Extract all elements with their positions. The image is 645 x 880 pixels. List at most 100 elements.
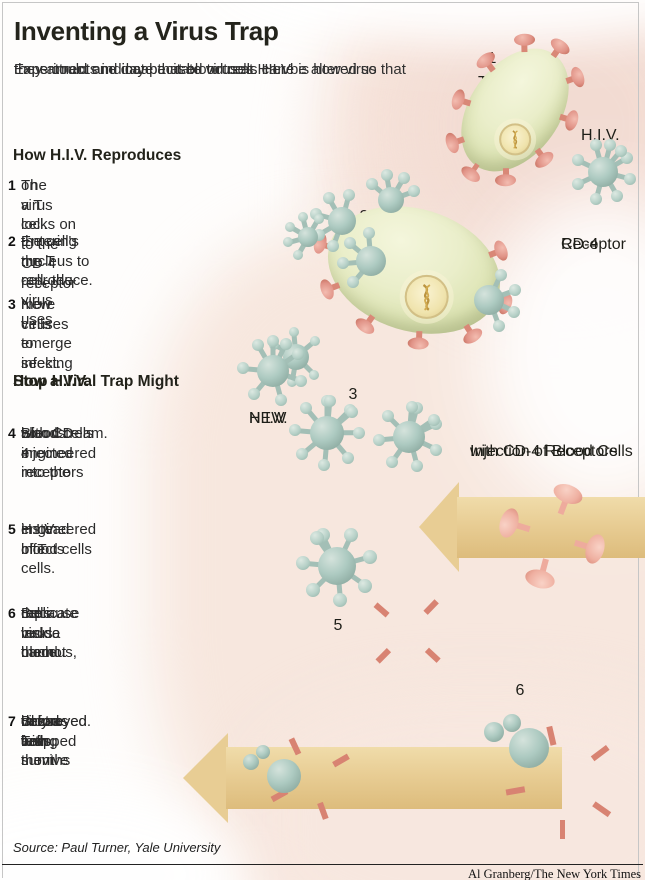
virus-spike-knob — [571, 177, 584, 190]
step-text-line: Entering the T cell, the virus uses — [21, 233, 77, 328]
virus-spike-knob — [332, 592, 347, 607]
virus-spike-knob — [624, 173, 637, 186]
step-text-line: engineered blood cells — [21, 521, 97, 558]
virus-spike-knob — [611, 190, 623, 203]
step-badge-6: 6 — [515, 681, 525, 699]
step-number: 2 — [8, 233, 16, 249]
virus-spike-knob — [589, 193, 602, 206]
virus-infecting-blood-cell — [318, 547, 356, 585]
page-title: Inventing a Virus Trap — [14, 16, 279, 46]
step-number: 1 — [8, 177, 16, 193]
step-text-line: destroyed. Trapped — [21, 713, 92, 750]
virus-spike-knob — [274, 393, 287, 406]
step-text-line: on a T cell. — [21, 177, 48, 233]
step-text-line: before being — [21, 713, 64, 750]
step-badge-3: 3 — [348, 385, 358, 403]
virus-spike-knob — [288, 327, 299, 338]
virus-spike-knob — [345, 406, 358, 419]
virus-spike-knob — [342, 188, 355, 201]
virus-spike-knob — [310, 335, 321, 346]
step-text-line: with CD-4 receptors — [21, 425, 84, 481]
virus-spike-knob — [408, 185, 421, 198]
virus-spike-knob — [492, 320, 505, 333]
virus-spike-knob — [410, 459, 423, 472]
step-text-line: Because red blood — [21, 605, 80, 661]
virus-spike-knob — [284, 221, 295, 232]
virus-spike-knob — [292, 250, 303, 261]
virus-entering — [474, 285, 504, 315]
step-text-line: more cells to infect. — [21, 296, 62, 372]
footer-rule — [2, 864, 643, 865]
step-number: 5 — [8, 521, 16, 537]
virus-spike-knob — [300, 402, 313, 415]
virus-outside — [298, 227, 318, 247]
source-line: Source: Paul Turner, Yale University — [13, 840, 221, 855]
virus-entering — [378, 187, 404, 213]
virus-spike-knob — [289, 424, 302, 437]
step-number: 4 — [8, 425, 16, 441]
virus-spike-knob — [305, 583, 320, 598]
virus-spike-knob — [279, 337, 292, 350]
trapped-virus — [256, 745, 270, 759]
virus-spike-knob — [347, 276, 359, 289]
step-number: 3 — [8, 296, 16, 312]
cd4-receptor-label-line: Receptor — [561, 236, 626, 253]
virus-spike-knob — [380, 169, 393, 182]
virus-spike-knob — [373, 433, 386, 446]
cell-nucleus — [404, 274, 449, 319]
virus-spike-knob — [313, 213, 324, 224]
virus-spike-knob — [427, 413, 440, 426]
virus-spike-knob — [323, 395, 336, 408]
virus-spike-knob — [341, 451, 354, 464]
intro-line: Experiments indicate that blood cells ca… — [14, 61, 406, 78]
virus-spike-knob — [318, 458, 331, 471]
virus-spike-knob — [494, 268, 507, 281]
virus-spike-knob — [508, 305, 521, 318]
section-heading-line: Stop H.I.V. — [13, 373, 90, 390]
step-badge-5: 5 — [333, 616, 343, 634]
step-text-line: destroyed with them. — [21, 713, 87, 769]
virus-spike-knob — [381, 409, 394, 422]
virus-spike-knob — [604, 138, 617, 151]
virus-spike-knob — [509, 284, 522, 297]
virus-spike-knob — [310, 531, 325, 546]
intro-line: traps could one day be used to treat H.I… — [14, 61, 294, 78]
virus-spike-knob — [297, 211, 308, 222]
t-cell-step1 — [439, 28, 591, 192]
trapped-virus — [509, 728, 549, 768]
injection-heading-line: Injection of Blood Cells — [470, 443, 633, 460]
virus-spike-knob — [326, 240, 339, 253]
step-text-line: the virus cannot — [21, 605, 67, 661]
step-text-line: bloodstream. — [21, 425, 108, 442]
virus-spike-knob — [430, 443, 443, 456]
virus-spike-knob — [295, 375, 308, 388]
virus-spike-knob — [385, 455, 398, 468]
virus-spike-knob — [337, 257, 350, 270]
virus-spike-knob — [296, 447, 309, 460]
virus-spike-knob — [614, 144, 627, 157]
receptor-cap — [543, 836, 581, 858]
receptor-stem — [559, 820, 565, 839]
step-text-line: replicate inside them. — [21, 605, 78, 661]
virus-spike-knob — [296, 556, 311, 571]
intro-line: they attract and incapacitate viruses. H… — [14, 61, 377, 78]
injection-arrow — [457, 496, 645, 558]
step-text-line: viruses are — [21, 713, 69, 750]
virus-spike-knob — [282, 237, 293, 248]
step-text-line: Blood cells engineered — [21, 425, 97, 462]
section-heading-line: How H.I.V. Reproduces — [13, 147, 182, 164]
virus-spike-knob — [571, 154, 584, 167]
virus-spike-knob — [357, 578, 372, 593]
cell-nucleus — [499, 123, 532, 156]
virus-spike-knob — [237, 362, 250, 375]
step-number: 7 — [8, 713, 16, 729]
virus-spike-knob — [589, 138, 602, 151]
new-hiv-virus — [257, 355, 289, 387]
new-hiv-virus — [310, 416, 344, 450]
virus-spike-knob — [397, 172, 410, 185]
step-text-line: cells lack a nucleus, — [21, 605, 77, 661]
virus-spike-knob — [362, 550, 377, 565]
virus-entering — [328, 207, 356, 235]
injection-heading-line: with CD-4 Receptors — [470, 443, 618, 460]
